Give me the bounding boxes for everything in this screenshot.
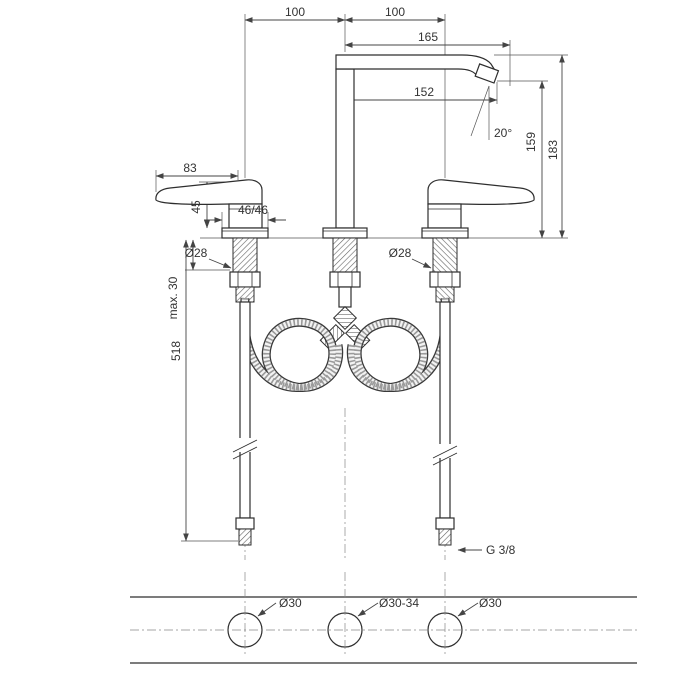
dim-hole-right: Ø30 xyxy=(479,596,502,610)
left-handle-base xyxy=(228,203,263,229)
dim-shank-dia-left: Ø28 xyxy=(185,246,208,260)
dim-total-height: 183 xyxy=(546,140,560,160)
right-handle-lever xyxy=(427,179,535,205)
dim-spout-reach: 152 xyxy=(414,85,434,99)
left-shank-thread xyxy=(232,237,258,273)
dim-base-width: 46/46 xyxy=(238,203,268,217)
supply-pipes xyxy=(232,301,458,546)
spout-column xyxy=(335,68,355,229)
dim-spacing-right: 100 xyxy=(385,5,405,19)
right-supply-pipe xyxy=(439,301,451,519)
left-handle-lever xyxy=(155,179,263,205)
connection-hoses xyxy=(239,297,451,393)
left-hose xyxy=(239,297,344,393)
spout-aerator xyxy=(474,63,500,84)
left-pipe-thread xyxy=(238,528,252,546)
left-escutcheon xyxy=(221,227,269,239)
spout-escutcheon xyxy=(322,227,368,239)
center-shank-thread xyxy=(332,237,358,273)
center-tee-body xyxy=(338,286,352,308)
right-hose xyxy=(346,297,451,393)
right-shank-nut xyxy=(429,271,461,288)
dim-spacing-left: 100 xyxy=(285,5,305,19)
left-valve xyxy=(155,179,269,303)
dim-hole-mid: Ø30-34 xyxy=(379,596,419,610)
spout-arm xyxy=(335,54,497,78)
dim-spout-reach-total: 165 xyxy=(418,30,438,44)
left-shank-nut xyxy=(229,271,261,288)
dim-handle-length: 83 xyxy=(183,161,197,175)
left-supply-pipe xyxy=(239,301,251,519)
right-pipe-thread xyxy=(438,528,452,546)
plan-view xyxy=(130,572,637,664)
dim-outlet-height: 159 xyxy=(524,132,538,152)
dim-hole-left: Ø30 xyxy=(279,596,302,610)
right-valve xyxy=(421,179,535,303)
right-escutcheon xyxy=(421,227,469,239)
dimension-texts: 100 100 165 152 20° 159 183 83 45 46/46 … xyxy=(166,5,560,610)
faucet-spout xyxy=(322,54,500,239)
right-shank-thread xyxy=(432,237,458,273)
center-tee-block xyxy=(332,305,358,331)
dim-hose-length: 518 xyxy=(169,341,183,361)
dimension-annotations xyxy=(155,14,568,553)
dim-handle-height: 45 xyxy=(189,200,203,214)
right-pipe-connector xyxy=(435,517,455,530)
center-shank-nut xyxy=(329,271,361,288)
left-pipe-connector xyxy=(235,517,255,530)
right-handle-base xyxy=(427,203,462,229)
dim-max-deck: max. 30 xyxy=(166,276,180,319)
dim-spout-angle: 20° xyxy=(494,126,512,140)
dim-thread: G 3/8 xyxy=(486,543,516,557)
dim-shank-dia-right: Ø28 xyxy=(389,246,412,260)
